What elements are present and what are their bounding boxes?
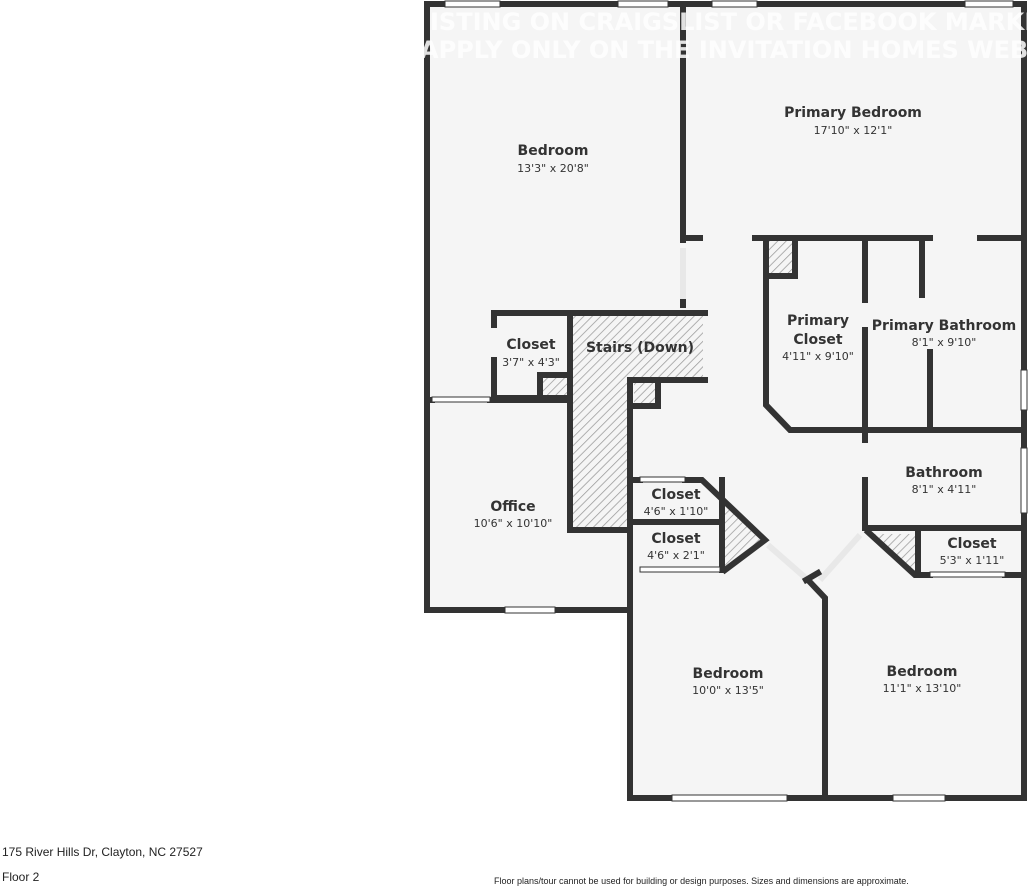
svg-text:Closet: Closet [651, 531, 701, 547]
svg-text:Primary: Primary [787, 313, 849, 329]
svg-text:4'6" x 1'10": 4'6" x 1'10" [644, 505, 709, 518]
floor-area [427, 4, 1024, 798]
svg-text:Closet: Closet [506, 337, 556, 353]
svg-text:10'6" x 10'10": 10'6" x 10'10" [474, 517, 553, 530]
svg-text:Office: Office [490, 499, 535, 515]
svg-text:Primary Bathroom: Primary Bathroom [872, 318, 1016, 334]
room-closet-4: Closet 5'3" x 1'11" [940, 536, 1005, 567]
floor-label: Floor 2 [2, 870, 40, 884]
room-primary-closet: Primary Closet 4'11" x 9'10" [782, 313, 854, 363]
svg-text:17'10" x 12'1": 17'10" x 12'1" [814, 124, 893, 137]
hatch-box [724, 500, 760, 568]
windows [431, 0, 1028, 802]
room-stairs: Stairs (Down) [586, 340, 694, 356]
svg-text:Bedroom: Bedroom [518, 143, 589, 159]
room-primary-bedroom: Primary Bedroom 17'10" x 12'1" [784, 105, 922, 137]
svg-text:4'11" x 9'10": 4'11" x 9'10" [782, 350, 854, 363]
stairs-hatch [572, 316, 703, 528]
svg-text:Closet: Closet [651, 487, 701, 503]
room-closet-1: Closet 3'7" x 4'3" [502, 337, 560, 369]
hatch-box [634, 383, 658, 404]
hatch-box [543, 377, 567, 398]
disclaimer: Floor plans/tour cannot be used for buil… [494, 876, 909, 886]
svg-text:Closet: Closet [793, 332, 843, 348]
svg-text:Bathroom: Bathroom [905, 465, 983, 481]
watermark-line-1: ISTING ON CRAIGSLIST OR FACEBOOK MARKETP… [430, 8, 1032, 36]
svg-text:Bedroom: Bedroom [887, 664, 958, 680]
hatch-box [769, 241, 793, 274]
svg-text:10'0" x 13'5": 10'0" x 13'5" [692, 684, 764, 697]
svg-text:3'7" x 4'3": 3'7" x 4'3" [502, 356, 560, 369]
svg-text:13'3" x 20'8": 13'3" x 20'8" [517, 162, 589, 175]
svg-text:Stairs (Down): Stairs (Down) [586, 340, 694, 356]
svg-text:Closet: Closet [947, 536, 997, 552]
room-primary-bathroom: Primary Bathroom 8'1" x 9'10" [872, 318, 1016, 349]
room-bedroom-2: Bedroom 10'0" x 13'5" [692, 666, 764, 697]
room-bathroom: Bathroom 8'1" x 4'11" [905, 465, 983, 496]
svg-text:Primary Bedroom: Primary Bedroom [784, 105, 922, 121]
room-bedroom-1: Bedroom 13'3" x 20'8" [517, 143, 589, 175]
address: 175 River Hills Dr, Clayton, NC 27527 [2, 845, 203, 859]
room-bedroom-3: Bedroom 11'1" x 13'10" [883, 664, 962, 695]
room-closet-3: Closet 4'6" x 2'1" [647, 531, 705, 562]
svg-text:Bedroom: Bedroom [693, 666, 764, 682]
room-office: Office 10'6" x 10'10" [474, 499, 553, 530]
svg-text:8'1" x 9'10": 8'1" x 9'10" [912, 336, 977, 349]
room-closet-2: Closet 4'6" x 1'10" [644, 487, 709, 518]
watermark-line-2: APPLY ONLY ON THE INVITATION HOMES WEBSI… [420, 36, 1032, 64]
svg-text:4'6" x 2'1": 4'6" x 2'1" [647, 549, 705, 562]
svg-text:8'1" x 4'11": 8'1" x 4'11" [912, 483, 977, 496]
svg-text:11'1" x 13'10": 11'1" x 13'10" [883, 682, 962, 695]
svg-text:5'3" x 1'11": 5'3" x 1'11" [940, 554, 1005, 567]
